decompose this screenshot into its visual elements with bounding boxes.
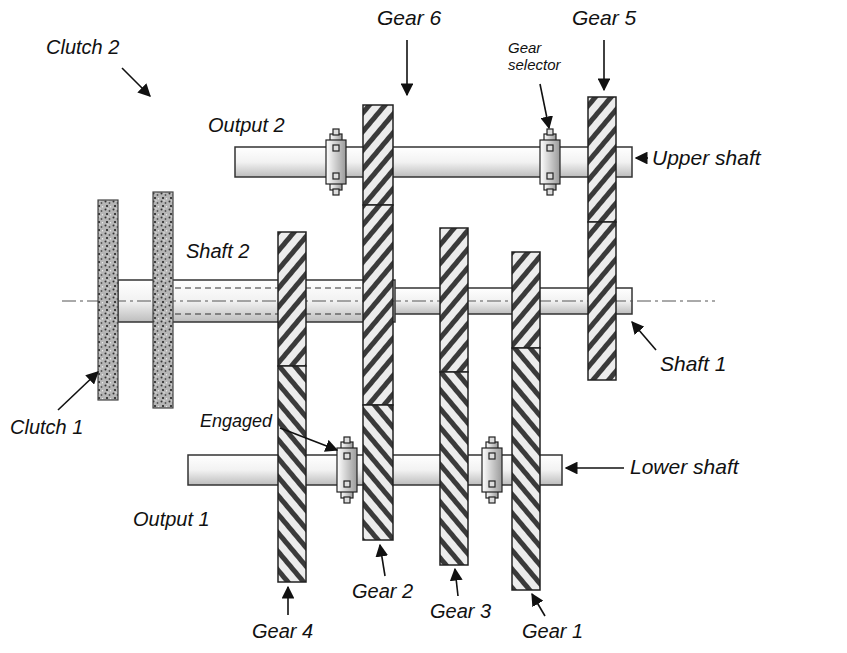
gear [278,348,540,590]
part-label: Gear 2 [352,580,413,602]
gear-part [440,372,468,565]
part-label: Engaged [200,412,272,432]
gear-selector-part-part [489,453,495,459]
leader-arrow-part [380,545,385,576]
gear-selector-part-part [547,189,553,195]
part-label: Gear 1 [522,620,583,642]
part-label: Output 1 [133,508,210,530]
part-label: Gear 6 [377,6,441,29]
gear-selector-part-part [344,481,350,487]
clutch-plate-part [153,192,173,408]
gear [278,97,616,405]
gear-selector-part-part [489,481,495,487]
leader-arrow-part [122,68,150,96]
gear-selector-part-part [547,145,553,151]
part-label: Gear 4 [252,620,313,642]
leader-arrow-part [287,587,289,615]
gear-selector-part-part [333,189,339,195]
gear-selector-part-part [333,173,339,179]
part-label: Clutch 1 [10,416,83,438]
part-label: Gear 5 [572,6,636,29]
gear-selector-part-part [547,173,553,179]
leader-arrow-part [603,40,605,90]
leader-arrow [58,40,656,616]
leader-arrow-part [566,467,624,469]
clutch-plate [98,192,173,408]
gear-part [588,222,616,380]
part-label: Upper shaft [652,146,761,169]
gear-part [363,405,393,540]
leader-arrow-part [280,428,337,450]
gear-selector-part-part [540,140,560,184]
part-label: Shaft 2 [186,240,249,262]
gear-selector-part-part [344,437,350,443]
leader-arrow-part [632,322,656,350]
leader-arrow-part [455,569,458,596]
gear-selector-part [482,437,502,503]
leader-arrow-part [58,372,98,410]
gear-selector [326,129,560,503]
part-label: Gear 3 [430,600,491,622]
leader-arrow-part [406,40,408,95]
leader-arrow-part [540,84,549,128]
gear-part [363,105,393,205]
gear-part [278,232,306,366]
gear-selector-part-part [344,497,350,503]
gear-selector-part [337,437,357,503]
gear-part [440,228,468,372]
gear-selector-part-part [547,129,553,135]
shaft-part [235,147,632,177]
part-label: Lower shaft [630,455,739,478]
gear-selector-part-part [333,145,339,151]
gear-selector-part-part [344,453,350,459]
gear-selector-part-part [482,448,502,492]
clutch-plate-part [98,200,118,400]
gear-selector-part [540,129,560,195]
part-label: Shaft 1 [660,352,727,375]
gear-part [512,348,540,590]
gear-part [278,366,306,582]
part-label: Output 2 [208,114,285,136]
gear-selector-part-part [337,448,357,492]
gear-part [588,97,616,222]
part-label: Gear selector [508,40,578,73]
gear-selector-part-part [489,437,495,443]
gear-selector-part-part [326,140,346,184]
leader-arrow-part [532,594,545,616]
leader-arrow-part [636,157,648,159]
gear-part [512,252,540,348]
gear-selector-part-part [333,129,339,135]
gear-selector-part-part [489,497,495,503]
part-label: Clutch 2 [46,36,119,58]
gear-part [363,205,393,405]
gear-selector-part [326,129,346,195]
